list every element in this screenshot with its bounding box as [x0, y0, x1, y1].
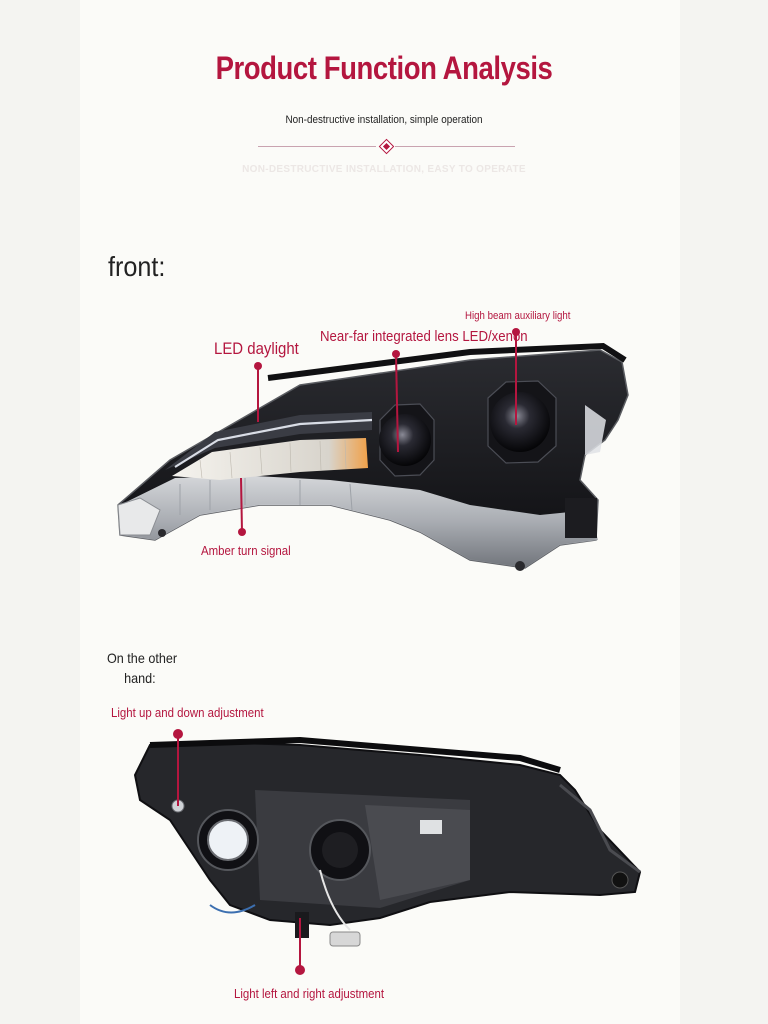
callout-turn-signal: [238, 477, 246, 536]
callout-lens: [392, 350, 400, 453]
back-headlight-image: [133, 736, 642, 947]
front-heading: front:: [108, 251, 166, 282]
callout-high-beam: [512, 328, 520, 425]
back-heading-line1: On the other: [107, 650, 178, 666]
divider-left: [258, 146, 376, 147]
projector-lens-right: [490, 392, 550, 452]
callout-led-daylight: [254, 362, 262, 422]
back-heading-line2: hand:: [124, 670, 156, 686]
page-title: Product Function Analysis: [215, 50, 553, 86]
chrome-trim: [120, 476, 598, 568]
projector-lens-left: [379, 414, 431, 466]
label-left-right-adjustment: Light left and right adjustment: [234, 986, 385, 1001]
label-lens: Near-far integrated lens LED/xenon: [320, 328, 528, 345]
turn-signal-lens: [172, 438, 368, 480]
back-heading: On the other hand:: [107, 648, 177, 688]
callout-left-right: [295, 918, 305, 975]
divider-right: [395, 146, 515, 147]
label-up-down-adjustment: Light up and down adjustment: [111, 705, 264, 720]
callout-up-down: [173, 729, 183, 806]
page-subtitle: Non-destructive installation, simple ope…: [285, 114, 483, 126]
label-turn-signal: Amber turn signal: [201, 543, 291, 558]
label-led-daylight: LED daylight: [214, 339, 299, 358]
label-high-beam: High beam auxiliary light: [465, 310, 571, 322]
ghost-subtitle: NON-DESTRUCTIVE INSTALLATION, EASY TO OP…: [242, 164, 526, 175]
